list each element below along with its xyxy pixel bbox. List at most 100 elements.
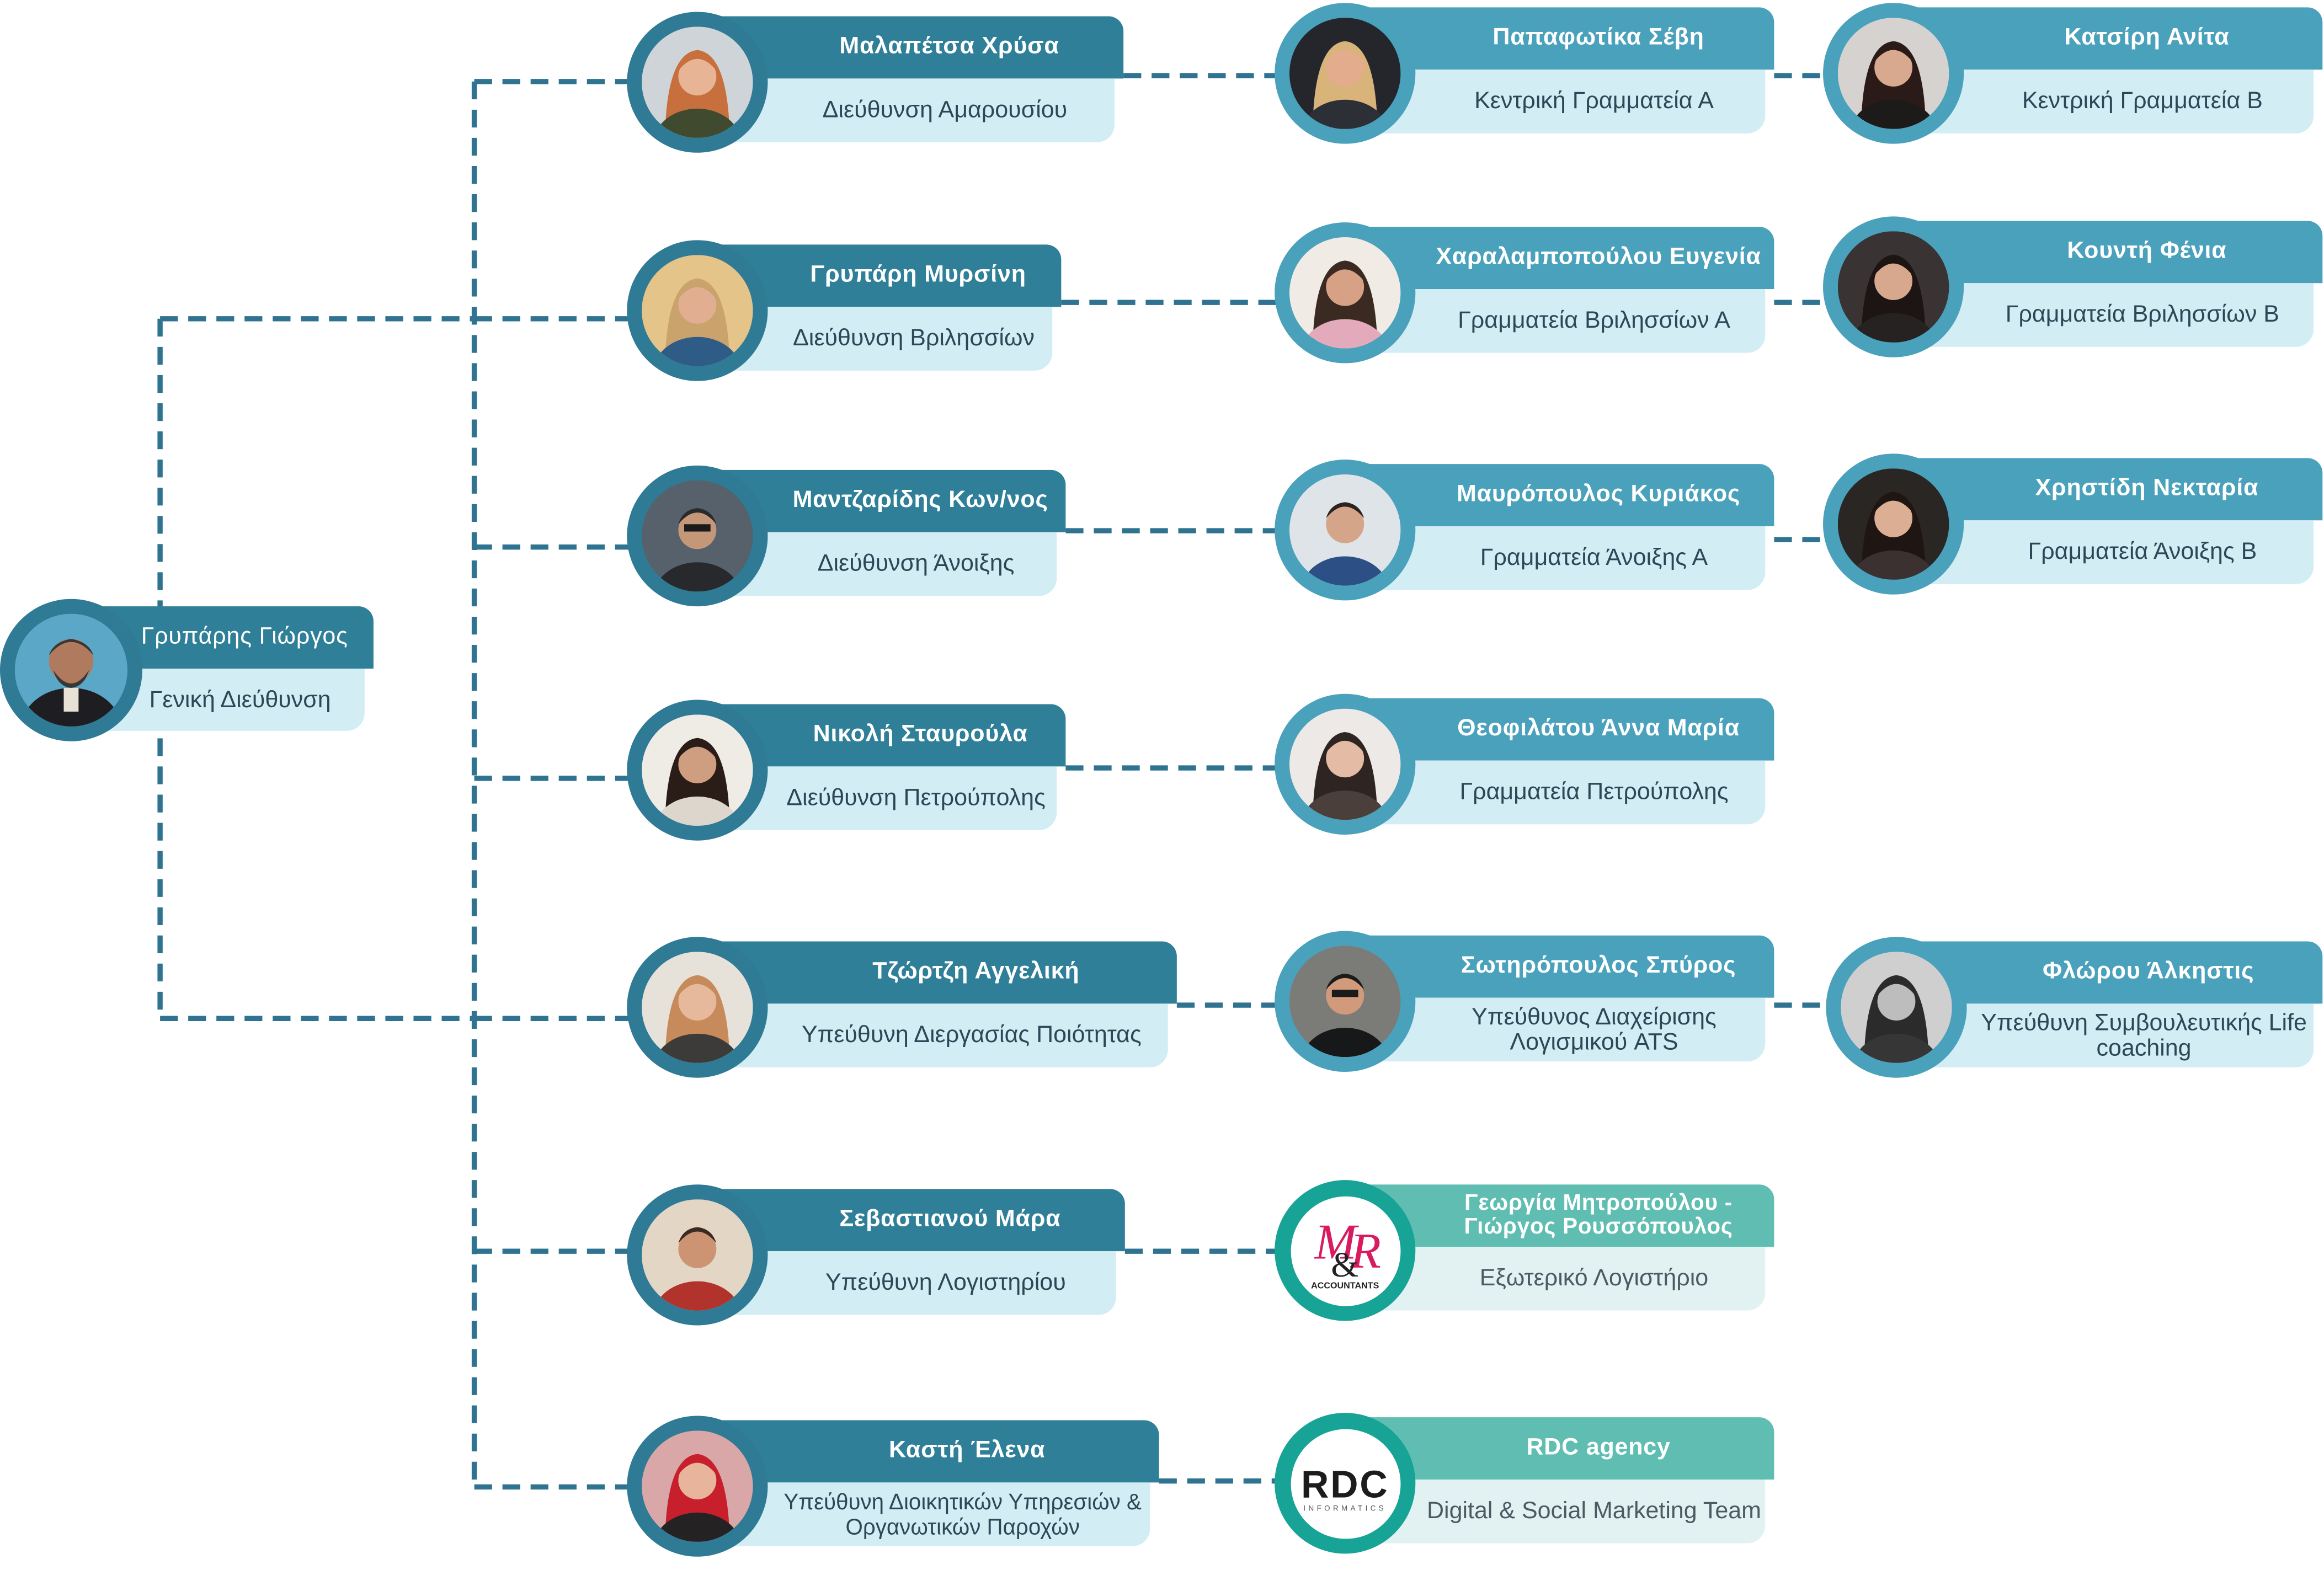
node-staff[interactable]: Χρηστίδη Νεκταρία Γραμματεία Άνοιξης Β — [1823, 453, 2323, 595]
avatar — [1837, 231, 1949, 343]
avatar — [1289, 18, 1401, 129]
logo-caption: INFORMATICS — [1303, 1504, 1387, 1513]
node-staff[interactable]: Κατσίρη Ανίτα Κεντρική Γραμματεία Β — [1823, 3, 2323, 144]
node-staff[interactable]: Θεοφιλάτου Άννα Μαρία Γραμματεία Πετρούπ… — [1275, 693, 1774, 835]
node-name: Μαντζαρίδης Κων/νος — [716, 469, 1066, 532]
node-role: Υπεύθυνη Διεργασίας Ποιότητας — [716, 1003, 1168, 1067]
node-role: Γραμματεία Άνοιξης Α — [1363, 526, 1766, 590]
avatar-ring — [1275, 3, 1416, 144]
avatar — [1289, 946, 1401, 1058]
avatar-ring — [627, 465, 768, 607]
node-staff[interactable]: Μαυρόπουλος Κυριάκος Γραμματεία Άνοιξης … — [1275, 460, 1774, 601]
avatar — [642, 1430, 753, 1542]
node-name: Νικολή Σταυρούλα — [716, 704, 1066, 767]
avatar — [642, 714, 753, 826]
node-staff[interactable]: Γεωργία Μητροπούλου - Γιώργος Ρουσσόπουλ… — [1275, 1180, 1774, 1321]
avatar-ring — [1275, 460, 1416, 601]
avatar-ring — [627, 699, 768, 841]
node-name: Γρυπάρης Γιώργος — [89, 606, 374, 669]
node-name: Κουντή Φένια — [1912, 221, 2323, 284]
node-role: Γραμματεία Βριλησσίων Α — [1363, 289, 1766, 353]
avatar — [1841, 952, 1952, 1063]
avatar-ring: RDC INFORMATICS — [1275, 1413, 1416, 1554]
node-staff[interactable]: Κουντή Φένια Γραμματεία Βριλησσίων Β — [1823, 216, 2323, 357]
node-name: Καστή Έλενα — [716, 1420, 1159, 1483]
node-name: Παπαφωτίκα Σέβη — [1363, 7, 1774, 70]
node-director[interactable]: Μαντζαρίδης Κων/νος Διεύθυνση Άνοιξης — [627, 465, 1066, 607]
svg-text:&: & — [1330, 1244, 1358, 1283]
node-role: Υπεύθυνη Λογιστηρίου — [716, 1251, 1116, 1315]
avatar-ring — [1275, 931, 1416, 1072]
avatar-ring — [0, 599, 142, 741]
node-director[interactable]: Γρυπάρη Μυρσίνη Διεύθυνση Βριλησσίων — [627, 240, 1062, 381]
avatar-ring — [627, 12, 768, 153]
m-and-r-accountants-logo: M R & ACCOUNTANTS — [1290, 1195, 1400, 1306]
node-director[interactable]: Μαλαπέτσα Χρύσα Διεύθυνση Αμαρουσίου — [627, 12, 1124, 153]
avatar — [642, 26, 753, 138]
node-role: Γραμματεία Πετρούπολης — [1363, 760, 1766, 825]
node-director[interactable]: Σεβαστιανού Μάρα Υπεύθυνη Λογιστηρίου — [627, 1184, 1125, 1326]
node-role: Κεντρική Γραμματεία Α — [1363, 70, 1766, 133]
node-role: Κεντρική Γραμματεία Β — [1912, 70, 2314, 133]
node-role: Γραμματεία Άνοιξης Β — [1912, 520, 2314, 584]
avatar-ring — [627, 240, 768, 381]
node-role: Υπεύθυνη Συμβουλευτικής Life coaching — [1915, 1003, 2314, 1067]
avatar — [1289, 708, 1401, 820]
rdc-informatics-logo: RDC INFORMATICS — [1290, 1428, 1400, 1539]
node-name: Κατσίρη Ανίτα — [1912, 7, 2323, 70]
avatar-ring — [1823, 3, 1964, 144]
avatar-ring: M R & ACCOUNTANTS — [1275, 1180, 1416, 1321]
svg-text:R: R — [1349, 1222, 1380, 1278]
node-name: Χαραλαμποπούλου Ευγενία — [1363, 227, 1774, 290]
node-name: Γεωργία Μητροπούλου - Γιώργος Ρουσσόπουλ… — [1363, 1184, 1774, 1247]
node-director[interactable]: Νικολή Σταυρούλα Διεύθυνση Πετρούπολης — [627, 699, 1066, 841]
avatar-ring — [1823, 453, 1964, 595]
node-director[interactable]: Τζώρτζη Αγγελική Υπεύθυνη Διεργασίας Ποι… — [627, 937, 1177, 1078]
node-role: Εξωτερικό Λογιστήριο — [1363, 1247, 1766, 1311]
node-staff[interactable]: Χαραλαμποπούλου Ευγενία Γραμματεία Βριλη… — [1275, 222, 1774, 364]
node-staff[interactable]: RDC agency Digital & Social Marketing Te… — [1275, 1413, 1774, 1554]
avatar — [642, 480, 753, 592]
node-role: Διεύθυνση Άνοιξης — [716, 532, 1057, 596]
node-name: Θεοφιλάτου Άννα Μαρία — [1363, 698, 1774, 761]
avatar — [642, 1199, 753, 1311]
node-name: Σωτηρόπουλος Σπύρος — [1363, 935, 1774, 998]
node-staff[interactable]: Φλώρου Άλκηστις Υπεύθυνη Συμβουλευτικής … — [1826, 937, 2323, 1078]
node-role: Digital & Social Marketing Team — [1363, 1480, 1766, 1544]
node-role: Γραμματεία Βριλησσίων Β — [1912, 283, 2314, 347]
node-director[interactable]: Καστή Έλενα Υπεύθυνη Διοικητικών Υπηρεσι… — [627, 1416, 1159, 1557]
svg-text:M: M — [1313, 1213, 1358, 1269]
node-role: Υπεύθυνη Διοικητικών Υπηρεσιών & Οργανωτ… — [716, 1482, 1150, 1546]
avatar — [1289, 474, 1401, 586]
avatar-ring — [627, 1184, 768, 1326]
avatar — [1837, 468, 1949, 580]
avatar-ring — [1275, 222, 1416, 364]
avatar — [642, 952, 753, 1063]
node-name: Χρηστίδη Νεκταρία — [1912, 458, 2323, 521]
node-name: Γρυπάρη Μυρσίνη — [716, 244, 1062, 307]
logo-text: RDC — [1301, 1461, 1389, 1506]
avatar-ring — [1826, 937, 1967, 1078]
avatar-ring — [1823, 216, 1964, 357]
node-role: Υπεύθυνος Διαχείρισης Λογισμικού ATS — [1363, 997, 1766, 1062]
node-name: RDC agency — [1363, 1417, 1774, 1480]
node-role: Διεύθυνση Πετρούπολης — [716, 766, 1057, 830]
node-root[interactable]: Γρυπάρης Γιώργος Γενική Διεύθυνση — [0, 599, 374, 741]
node-role: Διεύθυνση Αμαρουσίου — [716, 78, 1115, 142]
avatar-ring — [627, 1416, 768, 1557]
node-name: Μαλαπέτσα Χρύσα — [716, 16, 1124, 79]
node-name: Μαυρόπουλος Κυριάκος — [1363, 464, 1774, 527]
avatar — [642, 255, 753, 366]
avatar-ring — [627, 937, 768, 1078]
node-staff[interactable]: Σωτηρόπουλος Σπύρος Υπεύθυνος Διαχείριση… — [1275, 931, 1774, 1072]
node-role: Διεύθυνση Βριλησσίων — [716, 307, 1053, 371]
avatar — [1289, 237, 1401, 349]
logo-caption: ACCOUNTANTS — [1311, 1281, 1379, 1291]
avatar-ring — [1275, 693, 1416, 835]
node-name: Τζώρτζη Αγγελική — [716, 941, 1177, 1004]
node-staff[interactable]: Παπαφωτίκα Σέβη Κεντρική Γραμματεία Α — [1275, 3, 1774, 144]
node-name: Σεβαστιανού Μάρα — [716, 1189, 1125, 1252]
avatar — [1837, 18, 1949, 129]
